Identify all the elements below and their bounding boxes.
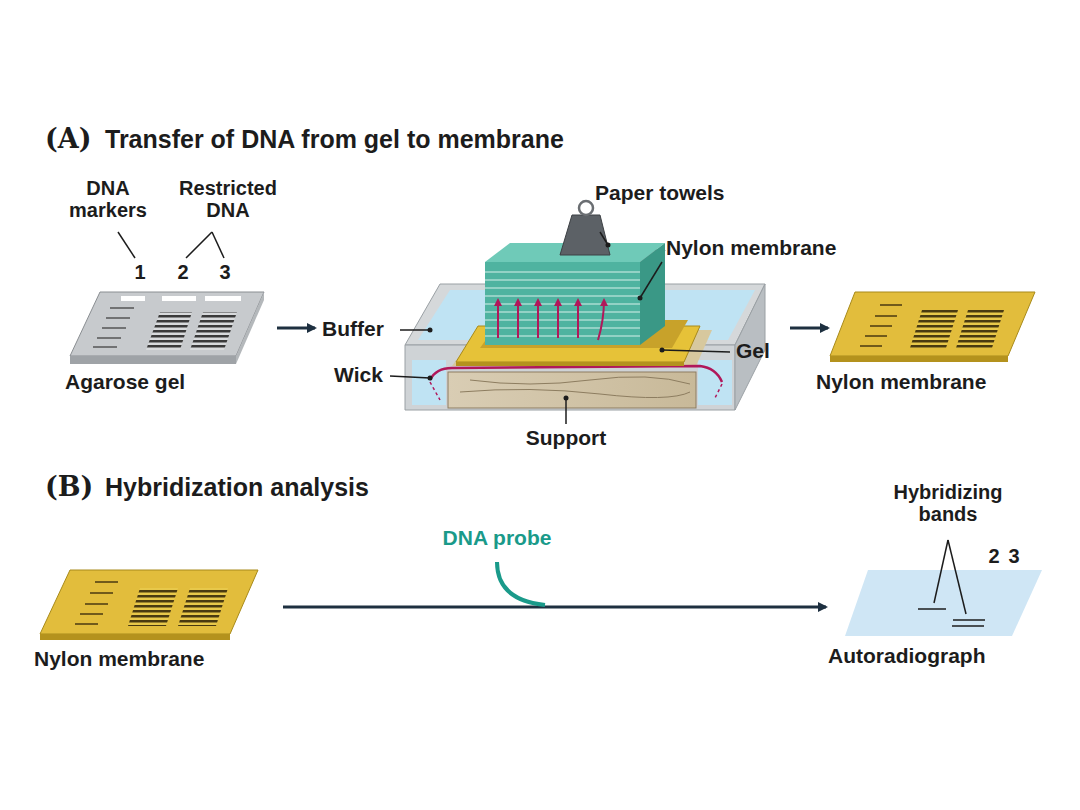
lane-number: 2 xyxy=(988,546,999,568)
part-label: Agarose gel xyxy=(65,371,185,394)
part-label: Autoradiograph xyxy=(828,645,986,668)
callout-label: Hybridizing bands xyxy=(873,482,1023,525)
panel-heading: Transfer of DNA from gel to membrane xyxy=(105,126,564,153)
lane-number: 1 xyxy=(134,262,145,284)
panel-heading: Hybridization analysis xyxy=(105,474,369,501)
transfer-apparatus xyxy=(390,201,765,424)
panel-letter: (B) xyxy=(45,472,93,501)
part-label: Support xyxy=(526,427,606,450)
part-label: Gel xyxy=(736,340,770,363)
nylon-membrane xyxy=(40,570,258,640)
part-label: Wick xyxy=(334,364,383,387)
lane-label: Restricted DNA xyxy=(173,178,283,221)
lane-number: 3 xyxy=(1008,546,1019,568)
part-label: Paper towels xyxy=(595,182,725,205)
autoradiograph xyxy=(845,540,1042,636)
agarose-gel xyxy=(70,232,264,364)
panel-letter: (A) xyxy=(45,124,92,153)
probe-curve xyxy=(497,562,545,605)
probe-label: DNA probe xyxy=(443,527,552,550)
part-label: Nylon membrane xyxy=(666,237,836,260)
part-label: Buffer xyxy=(322,318,384,341)
nylon-membrane xyxy=(830,292,1035,362)
part-label: Nylon membrane xyxy=(816,371,986,394)
lane-number: 3 xyxy=(219,262,230,284)
lane-label: DNA markers xyxy=(58,178,158,221)
part-label: Nylon membrane xyxy=(34,648,204,671)
lane-number: 2 xyxy=(177,262,188,284)
